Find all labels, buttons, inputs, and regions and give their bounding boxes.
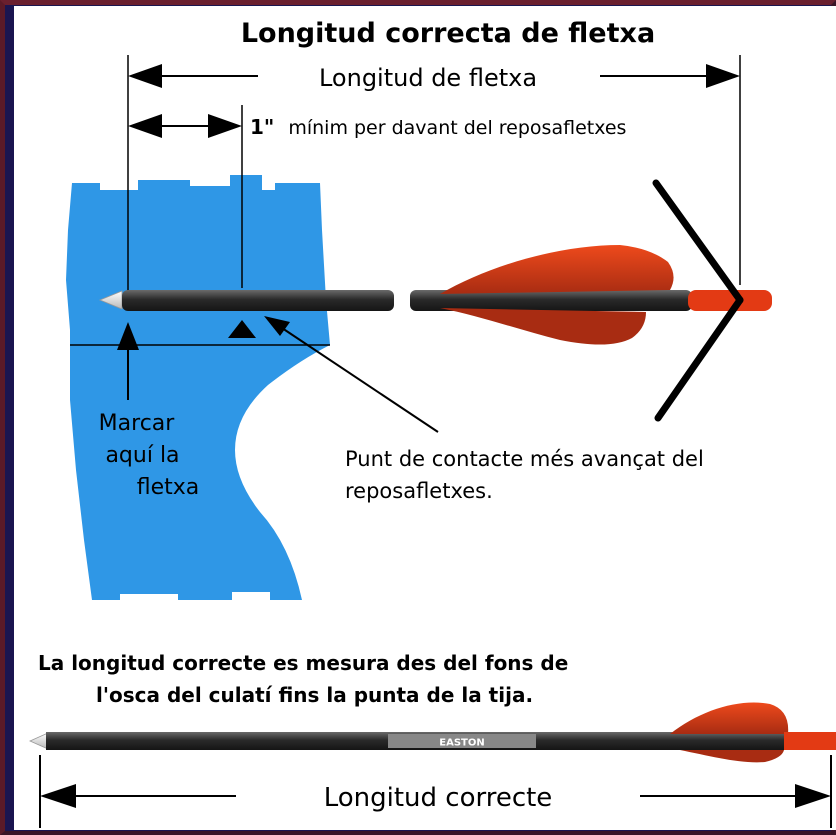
arrow-length-label: Longitud de fletxa [319,64,537,92]
contact-label: Punt de contacte més avançat del reposaf… [345,447,711,503]
lower-arrow: EASTON [29,702,836,763]
correct-left-arrowhead-icon [40,784,76,808]
arrow-length-diagram: Longitud correcta de fletxa Longitud de … [29,18,836,828]
lower-arrow-point [29,732,49,750]
correct-length-dimension [40,784,831,808]
contact-leader-arrowhead-icon [264,316,290,336]
bowstring-upper [652,179,744,304]
mark-label: Marcar aquí la fletxa [99,411,200,500]
mark-arrow-up-icon [117,322,139,350]
contact-point-marker [228,320,256,338]
lower-arrow-vane-top [670,702,789,734]
minimum-label: 1" mínim per davant del reposafletxes [250,115,626,139]
lower-arrow-nock-end [784,732,836,750]
contact-leader-line [281,327,439,433]
minimum-value: 1" [250,115,274,139]
measurement-note: La longitud correcte es mesura des del f… [38,651,575,707]
minimum-text: mínim per davant del reposafletxes [288,117,626,139]
minimum-dimension [128,114,242,138]
diagram-title: Longitud correcta de fletxa [241,18,655,49]
min-right-arrowhead-icon [208,114,242,138]
brand-label-band [388,734,536,748]
arrow-nock-end [688,290,772,311]
arrow-vane-bottom [440,308,646,345]
arrow-shaft-front [122,290,394,311]
upper-arrow [98,179,772,422]
bow-riser [66,175,330,600]
brand-text: EASTON [439,738,484,749]
min-left-arrowhead-icon [128,114,162,138]
bowstring-lower [654,296,744,422]
arrow-shaft-rear [410,290,692,311]
correct-length-label: Longitud correcte [324,783,553,813]
lower-arrow-vane-bottom [680,750,784,763]
diagram-canvas: Longitud correcta de fletxa Longitud de … [14,6,836,830]
correct-right-arrowhead-icon [795,784,831,808]
arrow-vane-top [440,245,674,294]
arrow-length-dimension [128,64,740,88]
right-arrowhead-icon [706,64,740,88]
left-arrowhead-icon [128,64,162,88]
